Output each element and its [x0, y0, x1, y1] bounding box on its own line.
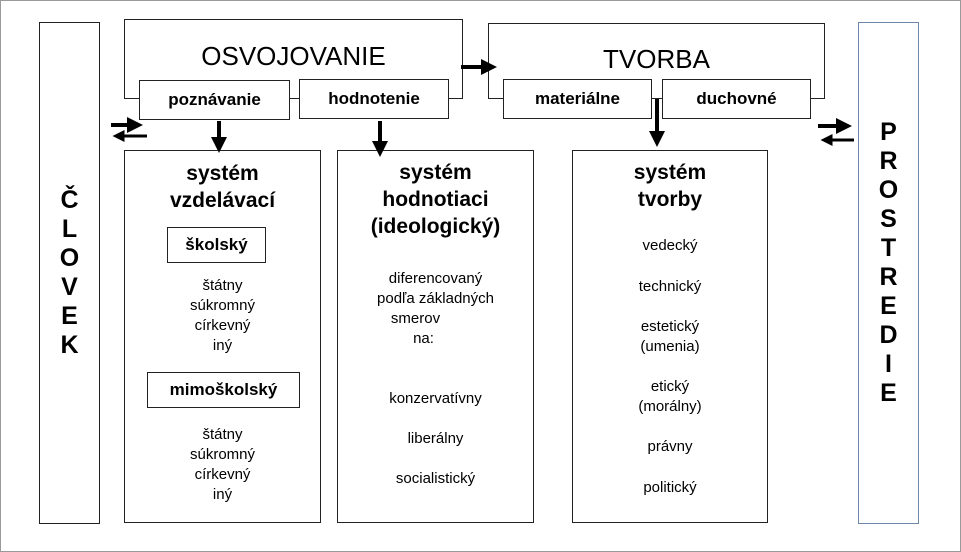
- list-item: církevný: [194, 317, 251, 334]
- item-line: etický: [650, 378, 690, 395]
- tvorby-item: vedecký: [642, 237, 698, 254]
- list-item: církevný: [194, 466, 251, 483]
- skolsky-box: školský: [167, 227, 266, 263]
- tab-duchovne: duchovné: [662, 79, 811, 119]
- tvorby-item: estetický (umenia): [572, 317, 768, 357]
- prostredie-letter: P: [880, 118, 897, 146]
- list-item: iný: [212, 337, 233, 354]
- list-item: iný: [212, 486, 233, 503]
- clovek-letter: K: [60, 331, 79, 359]
- prostredie-letter: S: [880, 205, 897, 233]
- clovek-letter: E: [61, 302, 78, 330]
- title-line: hodnotiaci: [382, 188, 489, 211]
- desc-line: diferencovaný: [388, 270, 483, 287]
- prostredie-letter: T: [880, 234, 897, 262]
- hodnotiaci-item: liberálny: [407, 430, 464, 447]
- mimoskolsky-list: štátny súkromný církevný iný: [124, 425, 321, 505]
- desc-line: smerov: [390, 310, 441, 327]
- mimoskolsky-box: mimoškolský: [147, 372, 300, 408]
- desc-line: podľa základných: [377, 290, 494, 307]
- desc-line: na:: [413, 330, 434, 347]
- title-line: systém: [633, 161, 707, 184]
- clovek-letter: V: [61, 273, 78, 301]
- item-line: (morálny): [638, 398, 702, 415]
- title-line: tvorby: [637, 188, 703, 211]
- prostredie-letter: O: [878, 176, 899, 204]
- tvorba-label: TVORBA: [603, 44, 710, 74]
- tvorby-item: etický (morálny): [572, 377, 768, 417]
- tab-hodnotenie: hodnotenie: [299, 79, 449, 119]
- vzdelavaci-title: systém vzdelávací: [124, 160, 321, 214]
- clovek-letter: Č: [60, 186, 79, 214]
- list-item: štátny: [202, 426, 243, 443]
- prostredie-letter: E: [880, 379, 897, 407]
- tvorby-title: systém tvorby: [572, 159, 768, 213]
- tab-poznavanie: poznávanie: [139, 80, 290, 120]
- prostredie-letter: E: [880, 292, 897, 320]
- prostredie-box: P R O S T R E D I E: [858, 22, 919, 524]
- title-line: systém: [186, 162, 259, 185]
- list-item: súkromný: [189, 446, 256, 463]
- clovek-letter: L: [61, 215, 78, 243]
- prostredie-letter: R: [879, 263, 898, 291]
- skolsky-list: štátny súkromný církevný iný: [124, 276, 321, 356]
- tvorby-item: právny: [647, 438, 693, 455]
- list-item: štátny: [202, 277, 243, 294]
- title-line: (ideologický): [370, 215, 501, 238]
- clovek-box: Č L O V E K: [39, 22, 100, 524]
- prostredie-letter: D: [879, 321, 898, 349]
- hodnotiaci-item: konzervatívny: [389, 390, 482, 407]
- tab-materialne: materiálne: [503, 79, 652, 119]
- item-line: (umenia): [640, 338, 700, 355]
- vzdelavaci-box: [124, 150, 321, 523]
- title-line: systém: [399, 161, 472, 184]
- list-item: súkromný: [189, 297, 256, 314]
- item-line: estetický: [640, 318, 700, 335]
- hodnotiaci-box: [337, 150, 534, 523]
- prostredie-letter: R: [879, 147, 898, 175]
- tvorby-item: technický: [638, 278, 702, 295]
- clovek-letter: O: [59, 244, 80, 272]
- hodnotiaci-item: socialistický: [395, 470, 476, 487]
- hodnotiaci-desc: diferencovaný podľa základných smerov na…: [337, 269, 534, 349]
- tvorby-item: politický: [643, 479, 697, 496]
- prostredie-letter: I: [885, 350, 892, 378]
- title-line: vzdelávací: [169, 189, 276, 212]
- tvorby-box: [572, 150, 768, 523]
- hodnotiaci-title: systém hodnotiaci (ideologický): [337, 159, 534, 240]
- osvojovanie-label: OSVOJOVANIE: [201, 41, 386, 71]
